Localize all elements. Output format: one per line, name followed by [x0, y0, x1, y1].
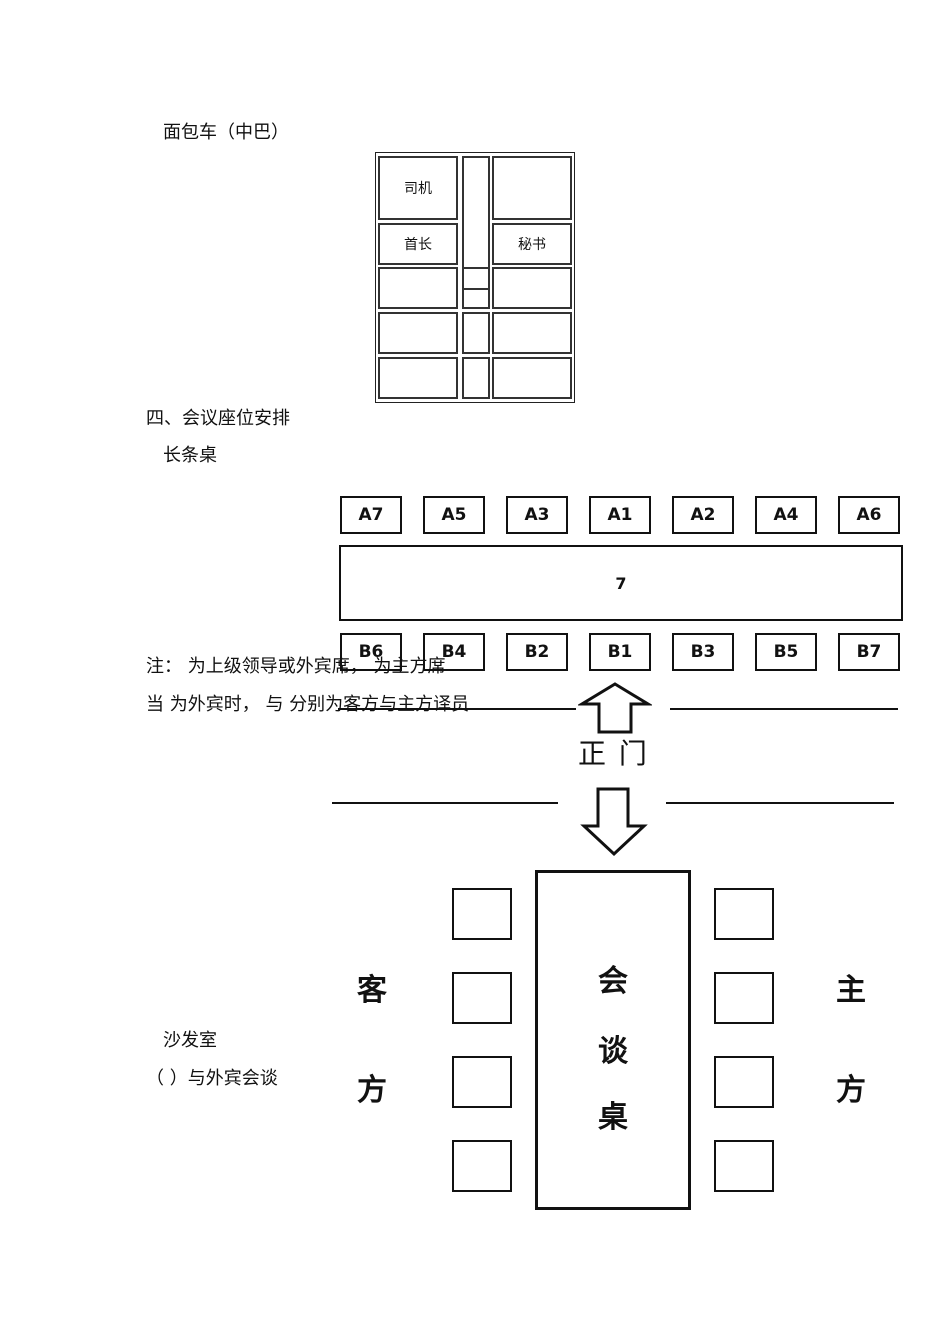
- secretary-seat: 秘书: [492, 223, 572, 265]
- arrow-down-icon: [580, 787, 648, 857]
- long-table: 7: [339, 545, 903, 621]
- van-seat: [492, 312, 572, 354]
- seat-b3: B3: [672, 633, 734, 671]
- main-entrance-label: 正 门: [578, 737, 649, 770]
- van-seat: [492, 267, 572, 309]
- chief-seat: 首长: [378, 223, 458, 265]
- van-seat: [462, 312, 490, 354]
- meeting-table-char: 桌: [598, 1100, 628, 1135]
- meeting-table-char: 会: [598, 964, 628, 999]
- host-chair: [714, 888, 774, 940]
- guest-chair: [452, 1140, 512, 1192]
- minibus-heading: 面包车（中巴）: [163, 122, 289, 143]
- seat-a5: A5: [423, 496, 485, 534]
- wall-line: [338, 708, 576, 710]
- guest-chair: [452, 1056, 512, 1108]
- seat-a7: A7: [340, 496, 402, 534]
- seat-a1: A1: [589, 496, 651, 534]
- van-seat: [462, 357, 490, 399]
- guest-chair: [452, 888, 512, 940]
- van-seat: [378, 357, 458, 399]
- guest-side-label: 客: [357, 973, 387, 1008]
- section-title: 四、会议座位安排: [146, 408, 290, 429]
- seat-a4: A4: [755, 496, 817, 534]
- host-side-label: 主: [836, 973, 866, 1008]
- front-right-seat: [492, 156, 572, 220]
- note-line-1: 注： 为上级领导或外宾席， 为主方席: [146, 656, 446, 677]
- seat-b5: B5: [755, 633, 817, 671]
- aisle-front: [462, 156, 490, 290]
- seat-b7: B7: [838, 633, 900, 671]
- van-seat: [378, 267, 458, 309]
- seat-b4: B4: [423, 633, 485, 671]
- seat-a3: A3: [506, 496, 568, 534]
- host-chair: [714, 1140, 774, 1192]
- seat-b6: B6: [340, 633, 402, 671]
- host-chair: [714, 1056, 774, 1108]
- driver-seat: 司机: [378, 156, 458, 220]
- arrow-up-icon: [578, 682, 652, 734]
- meeting-table: 会 谈 桌: [535, 870, 691, 1210]
- wall-line: [332, 802, 558, 804]
- guest-chair: [452, 972, 512, 1024]
- sofa-room-heading: 沙发室: [163, 1030, 217, 1051]
- meeting-table-char: 谈: [598, 1034, 628, 1069]
- seat-b1: B1: [589, 633, 651, 671]
- wall-line: [666, 802, 894, 804]
- host-side-label: 方: [836, 1073, 866, 1108]
- note-line-2: 当 为外宾时， 与 分别为客方与主方译员: [146, 694, 470, 715]
- sofa-room-note: （ ）与外宾会谈: [146, 1068, 278, 1089]
- van-seat: [462, 267, 490, 309]
- seat-a6: A6: [838, 496, 900, 534]
- seat-a2: A2: [672, 496, 734, 534]
- guest-side-label: 方: [357, 1073, 387, 1108]
- long-table-heading: 长条桌: [163, 445, 217, 466]
- minibus-diagram: 司机 首长 秘书: [375, 152, 575, 403]
- van-seat: [378, 312, 458, 354]
- van-seat: [492, 357, 572, 399]
- seat-b2: B2: [506, 633, 568, 671]
- wall-line: [670, 708, 898, 710]
- host-chair: [714, 972, 774, 1024]
